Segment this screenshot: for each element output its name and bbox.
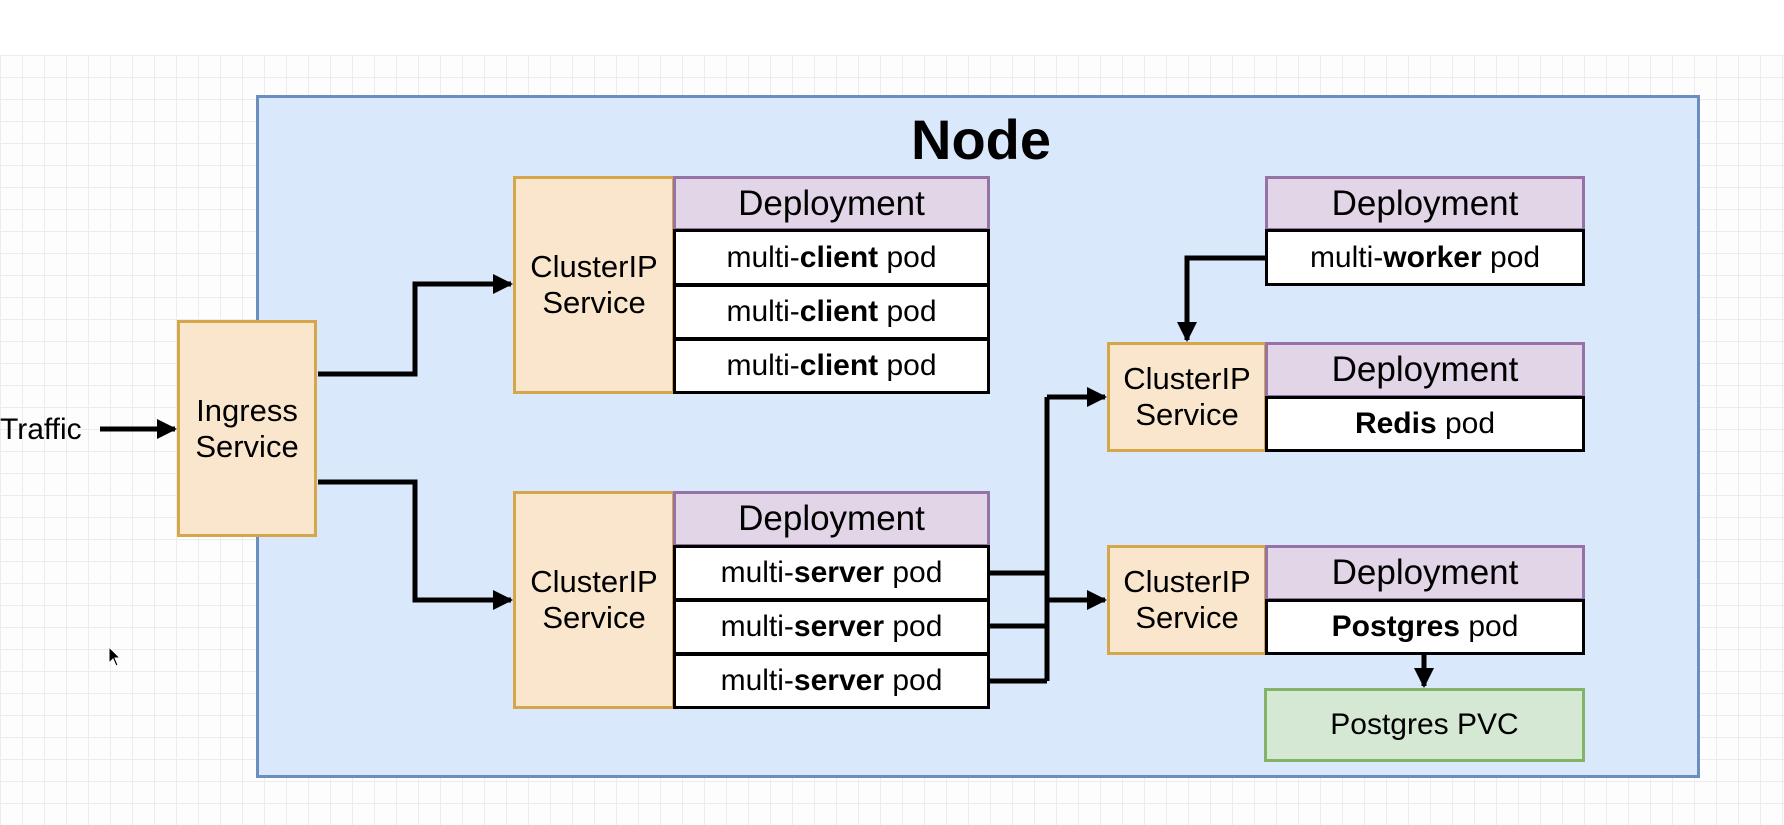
pod-name: Postgres — [1331, 610, 1460, 643]
pod-name: worker — [1383, 240, 1482, 274]
node-title: Node — [911, 108, 1051, 171]
pod-prefix: multi- — [720, 664, 794, 697]
server-pod-3[interactable]: multi-server pod — [673, 653, 990, 709]
pod-name: Redis — [1354, 407, 1437, 440]
pod-prefix: multi- — [726, 349, 800, 382]
worker-pod[interactable]: multi-worker pod — [1265, 229, 1585, 286]
redis-pod[interactable]: Redis pod — [1265, 396, 1585, 452]
pod-name: client — [799, 240, 879, 274]
pod-suffix: pod — [878, 240, 937, 274]
ingress-to-server-arrow — [318, 479, 513, 610]
redis-service-line2: Service — [1135, 397, 1239, 432]
client-service-line2: Service — [542, 285, 646, 320]
pod-name: server — [793, 556, 885, 589]
pod-suffix: pod — [878, 295, 937, 328]
server-deployment-header[interactable]: Deployment — [673, 491, 990, 547]
postgres-service-line2: Service — [1135, 600, 1239, 635]
traffic-label: Traffic — [0, 413, 82, 446]
ingress-service-line2: Service — [195, 428, 299, 464]
client-pod-2[interactable]: multi-client pod — [673, 284, 990, 340]
postgres-service-line1: ClusterIP — [1123, 564, 1251, 599]
postgres-pod[interactable]: Postgres pod — [1265, 599, 1585, 655]
ingress-service[interactable]: Ingress Service — [177, 320, 317, 537]
redis-service-line1: ClusterIP — [1123, 361, 1251, 396]
server-service-line1: ClusterIP — [530, 564, 658, 599]
client-pod-1[interactable]: multi-client pod — [673, 229, 990, 286]
server-service-line2: Service — [542, 600, 646, 635]
redis-deployment-header[interactable]: Deployment — [1265, 342, 1585, 398]
pod-prefix: multi- — [720, 610, 794, 643]
pod-prefix: multi- — [726, 240, 800, 274]
pod-prefix: multi- — [1309, 240, 1384, 274]
server-clusterip-service[interactable]: ClusterIP Service — [513, 491, 675, 709]
redis-clusterip-service[interactable]: ClusterIP Service — [1107, 342, 1267, 452]
pod-suffix: pod — [884, 556, 943, 589]
client-service-line1: ClusterIP — [530, 249, 658, 284]
pod-suffix: pod — [1436, 407, 1496, 440]
pod-suffix: pod — [1481, 240, 1541, 274]
mouse-pointer-icon — [108, 646, 122, 667]
client-pod-3[interactable]: multi-client pod — [673, 338, 990, 394]
postgres-clusterip-service[interactable]: ClusterIP Service — [1107, 545, 1267, 655]
postgres-pvc[interactable]: Postgres PVC — [1264, 688, 1585, 762]
pod-suffix: pod — [884, 664, 943, 697]
pod-name: client — [799, 349, 879, 382]
pod-name: server — [793, 664, 885, 697]
pod-suffix: pod — [1460, 610, 1519, 643]
ingress-service-line1: Ingress — [196, 392, 298, 428]
pod-prefix: multi- — [726, 295, 800, 328]
server-pod-1[interactable]: multi-server pod — [673, 545, 990, 601]
pod-suffix: pod — [884, 610, 943, 643]
pod-name: client — [799, 295, 879, 328]
worker-to-redis-arrow — [1177, 255, 1265, 342]
pod-suffix: pod — [878, 349, 937, 382]
ingress-to-client-arrow — [318, 274, 513, 377]
pod-prefix: multi- — [720, 556, 794, 589]
pod-name: server — [793, 610, 885, 643]
